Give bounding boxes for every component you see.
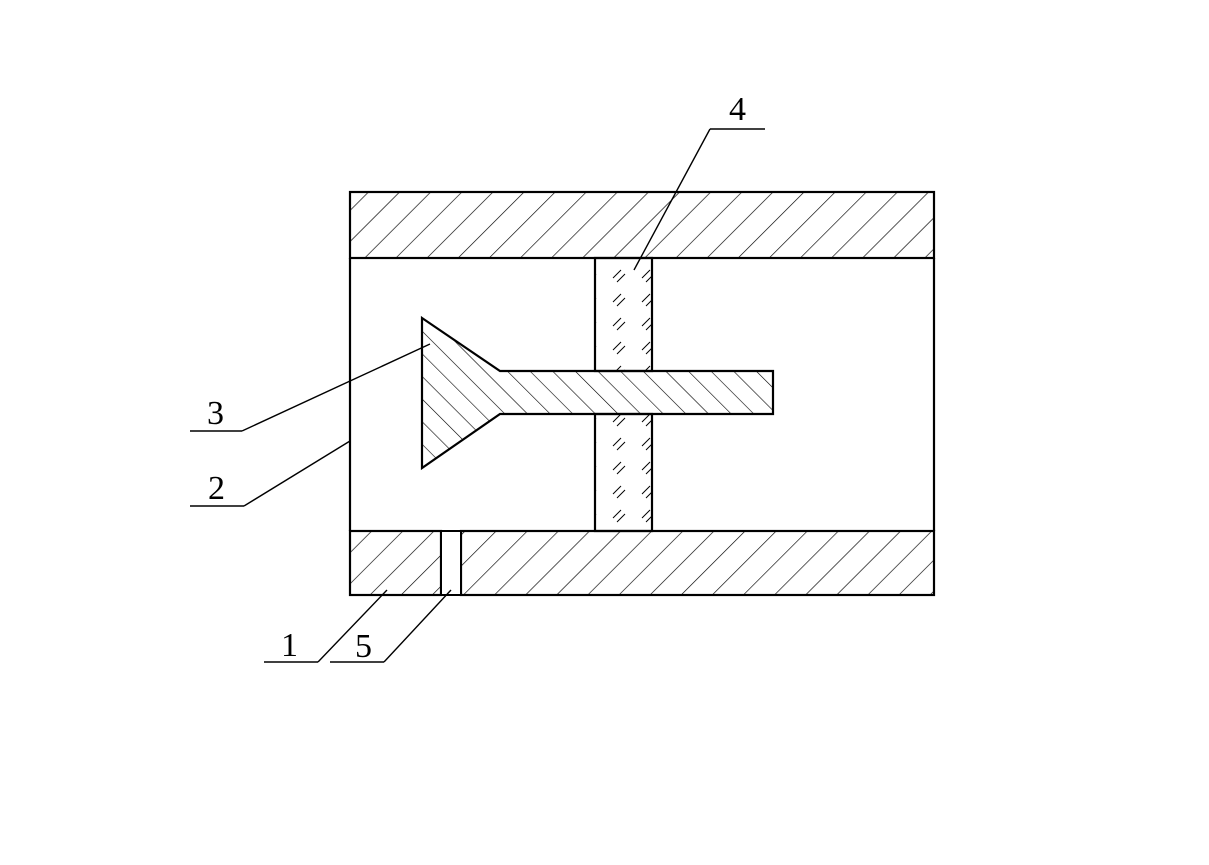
callout-label-3: 3 bbox=[207, 395, 224, 432]
cone-plug bbox=[420, 315, 775, 471]
top-housing-wall bbox=[348, 190, 936, 260]
bottom-housing-wall-left bbox=[348, 529, 443, 597]
leader-lines bbox=[190, 128, 765, 663]
callout-label-2: 2 bbox=[208, 470, 225, 507]
bottom-housing-wall-right bbox=[459, 529, 936, 597]
callout-label-5: 5 bbox=[355, 628, 372, 665]
support-disk-upper bbox=[593, 256, 654, 373]
callout-label-1: 1 bbox=[281, 627, 298, 664]
vent-hole bbox=[440, 530, 462, 596]
support-disk-lower bbox=[593, 412, 654, 533]
callout-label-4: 4 bbox=[729, 91, 746, 128]
